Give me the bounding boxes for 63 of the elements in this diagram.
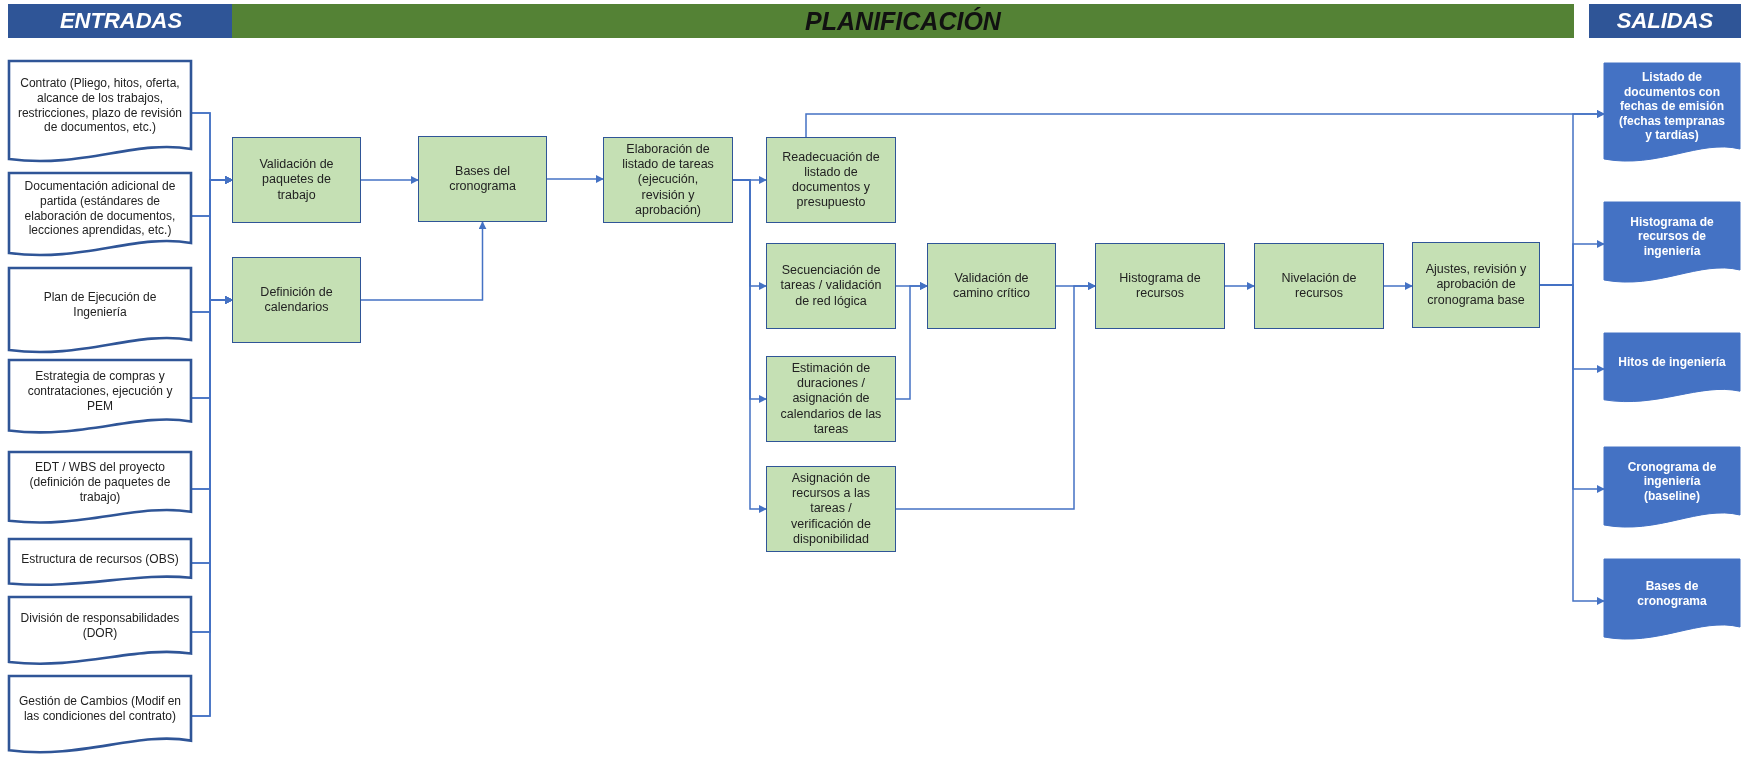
process-label: Ajustes, revisión y aprobación de cronograma base — [1425, 262, 1527, 308]
header-banner — [8, 4, 234, 38]
connector-arrow — [546, 175, 604, 183]
connector-arrow — [360, 221, 487, 301]
process-label: Estimación de duraciones / asignación de calendarios de las tareas — [779, 360, 883, 438]
input-document — [9, 360, 191, 436]
header-title: ENTRADAS — [59, 7, 183, 35]
input-label: Plan de Ejecución de Ingeniería — [42, 289, 158, 320]
header-title: PLANIFICACIÓN — [805, 5, 1001, 37]
input-document — [9, 676, 191, 756]
input-document — [9, 597, 191, 667]
output-label: Bases de cronograma — [1636, 578, 1708, 609]
process-label: Histograma de recursos — [1118, 270, 1202, 302]
input-document — [9, 268, 191, 356]
process-box — [927, 243, 1056, 329]
input-label: División de responsabilidades (DOR) — [19, 611, 181, 641]
process-label: Secuenciación de tareas / validación de red lógica — [779, 263, 883, 309]
connector-arrow — [1383, 282, 1413, 290]
output-label: Cronograma de ingeniería (baseline) — [1626, 459, 1718, 504]
input-document — [9, 452, 191, 526]
output-document — [1604, 202, 1740, 286]
output-document — [1604, 63, 1740, 165]
process-box — [766, 243, 896, 329]
output-document — [1604, 559, 1740, 643]
output-document — [1604, 333, 1740, 405]
input-label: Estrategia de compras y contrataciones, ejecución y PEM — [26, 369, 174, 414]
process-box — [766, 137, 896, 223]
process-box — [418, 136, 547, 222]
connector-arrow — [895, 282, 928, 400]
input-document — [9, 61, 191, 165]
connector-arrow — [360, 176, 419, 184]
connector-arrow — [1224, 282, 1255, 290]
header-banner — [1589, 4, 1741, 38]
process-box — [232, 257, 361, 343]
process-box — [766, 466, 896, 552]
process-label: Validación de camino crítico — [951, 270, 1032, 302]
process-label: Validación de paquetes de trabajo — [258, 157, 335, 203]
connector-arrow — [1055, 282, 1096, 290]
process-box — [766, 356, 896, 442]
input-label: Gestión de Cambios (Modif en las condiciones del contrato) — [17, 694, 183, 724]
output-label: Histograma de recursos de ingeniería — [1629, 214, 1715, 259]
output-label: Listado de documentos con fechas de emisión (fechas tempranas y tardías) — [1617, 69, 1726, 144]
process-label: Asignación de recursos a las tareas / verificación de disponibilidad — [790, 470, 872, 548]
process-box — [603, 137, 733, 223]
input-label: Documentación adicional de partida (estándares de elaboración de documentos, lecciones aprendidas, etc.) — [23, 179, 177, 238]
process-label: Elaboración de listado de tareas (ejecución, revisión y aprobación) — [621, 141, 715, 219]
input-label: Contrato (Pliego, hitos, oferta, alcance de los trabajos, restricciones, plazo de revisión de documentos, etc.) — [17, 76, 183, 135]
input-label: EDT / WBS del proyecto (definición de paquetes de trabajo) — [28, 460, 172, 505]
process-box — [1095, 243, 1225, 329]
process-label: Definición de calendarios — [259, 284, 334, 316]
process-box — [232, 137, 361, 223]
process-label: Nivelación de recursos — [1280, 270, 1358, 302]
input-document — [9, 173, 191, 259]
header-title: SALIDAS — [1616, 7, 1714, 35]
output-label: Hitos de ingeniería — [1618, 355, 1726, 370]
process-box — [1412, 242, 1540, 328]
header-banner — [232, 4, 1574, 38]
process-label: Readecuación de listado de documentos y presupuesto — [781, 149, 881, 211]
process-label: Bases del cronograma — [448, 163, 517, 195]
input-label: Estructura de recursos (OBS) — [21, 551, 179, 567]
process-box — [1254, 243, 1384, 329]
output-document — [1604, 447, 1740, 531]
input-document — [9, 539, 191, 587]
